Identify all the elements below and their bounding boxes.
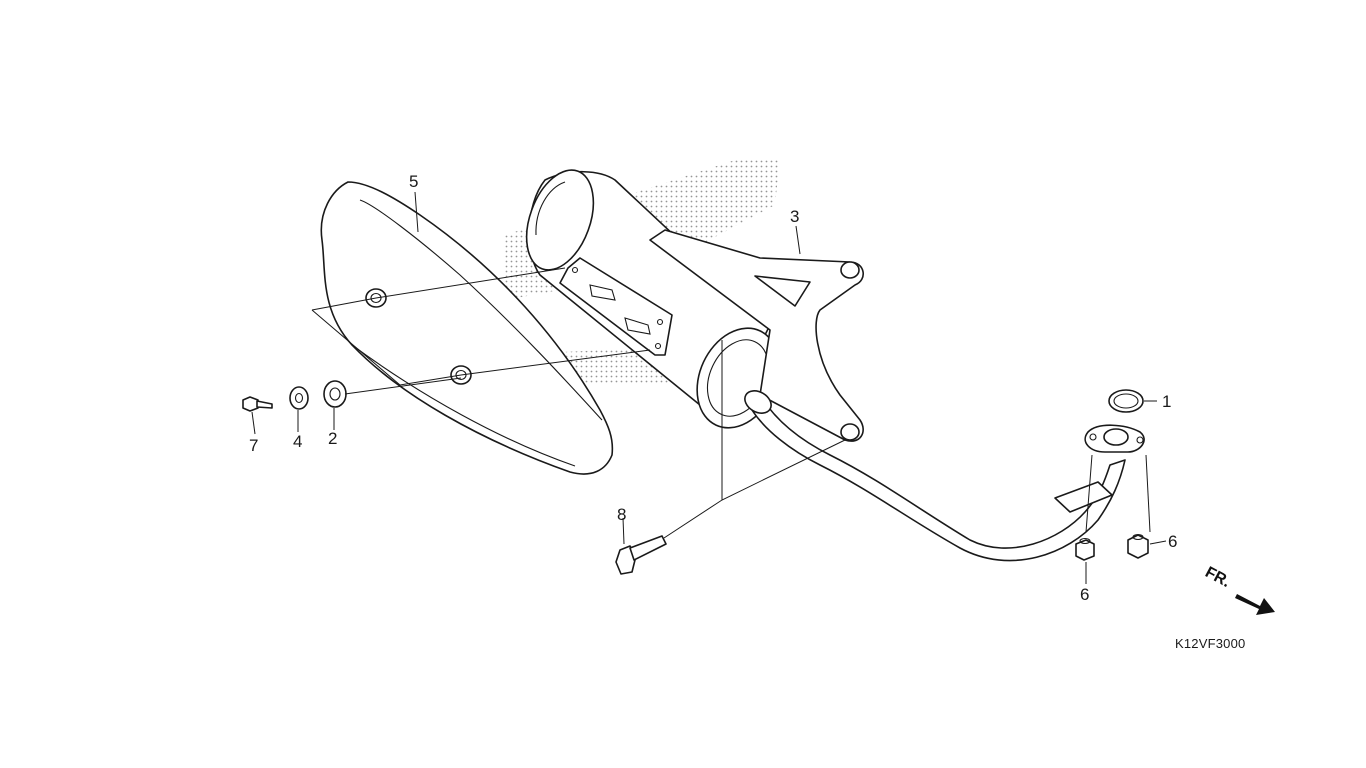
bolt-part-7[interactable] xyxy=(242,396,273,412)
callout-4: 4 xyxy=(293,432,302,451)
callout-7: 7 xyxy=(249,436,258,455)
nut-part-6a[interactable] xyxy=(1075,537,1095,561)
callout-labels: 1 2 3 4 5 6 6 7 8 xyxy=(249,172,1177,604)
callout-2: 2 xyxy=(328,429,337,448)
callout-5: 5 xyxy=(409,172,418,191)
callout-3: 3 xyxy=(790,207,799,226)
callout-6b: 6 xyxy=(1080,585,1089,604)
front-arrow-icon xyxy=(1235,594,1275,615)
washer-part-4[interactable] xyxy=(289,386,309,410)
exhaust-pipe-part[interactable] xyxy=(741,386,1145,562)
front-direction-label: FR. xyxy=(1202,564,1233,591)
grommet-part-2[interactable] xyxy=(323,380,347,408)
diagram-code: K12VF3000 xyxy=(1175,636,1245,651)
bolt-part-8[interactable] xyxy=(615,535,667,575)
leader-lines xyxy=(251,191,1167,584)
nut-part-6b[interactable] xyxy=(1127,533,1149,559)
callout-1: 1 xyxy=(1162,392,1171,411)
gasket-part[interactable] xyxy=(1108,389,1144,413)
callout-8: 8 xyxy=(617,505,626,524)
callout-6a: 6 xyxy=(1168,532,1177,551)
front-direction-indicator: FR. xyxy=(1202,564,1275,615)
